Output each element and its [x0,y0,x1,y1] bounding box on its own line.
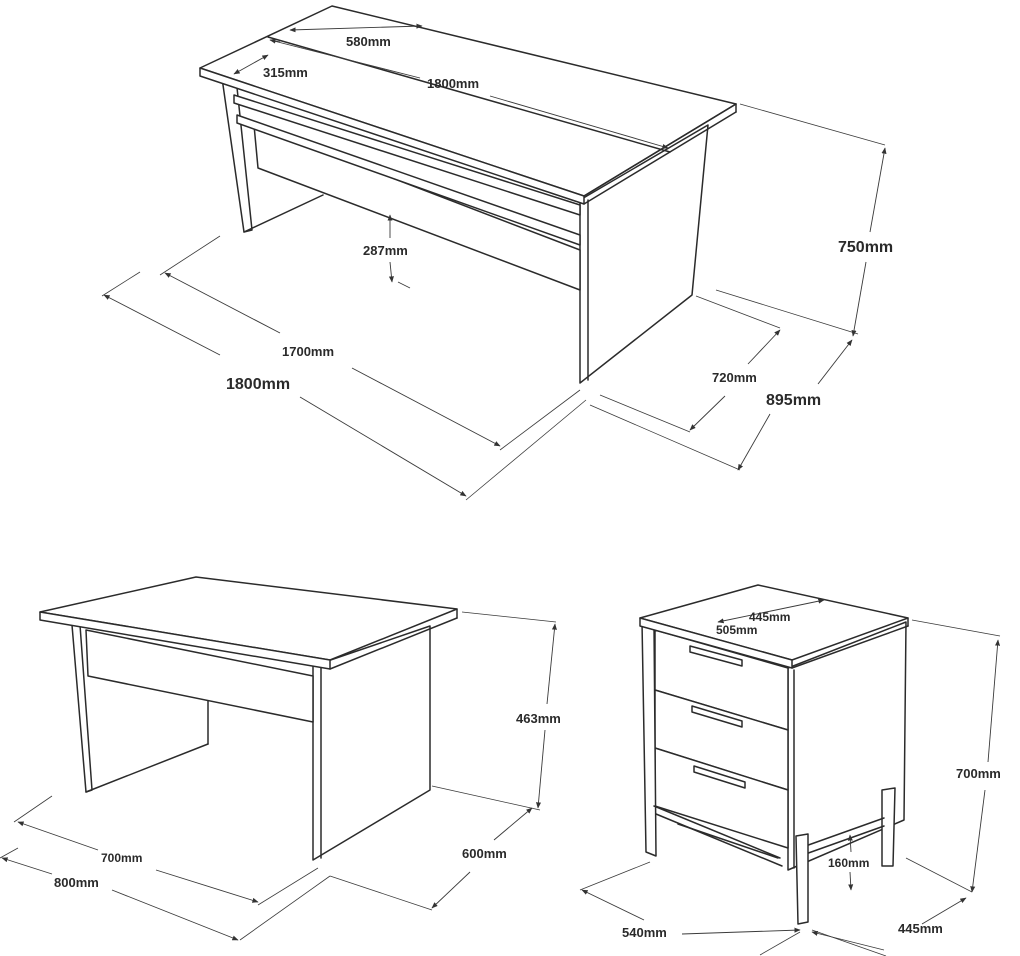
side-table-right-panel [312,625,431,861]
side-table-overall-width-label: 800mm [54,875,99,890]
drawer-unit-rear-post [881,787,896,867]
desk-top-width-label: 1800mm [427,76,479,91]
drawer-unit-top-width-label: 445mm [749,610,790,624]
desk-inner-width-label: 1700mm [282,344,334,359]
side-table-depth-label: 600mm [462,846,507,861]
drawer-top-handle [689,645,743,667]
drawer-unit-front-post [641,621,657,857]
side-table-inner-width-label: 700mm [101,851,142,865]
desk-overall-width-label: 1800mm [226,376,290,393]
desk-modesty-panel [253,124,581,291]
desk-height-label: 750mm [838,239,893,256]
desk-overall-depth-label: 895mm [766,392,821,409]
side-table-modesty-panel [85,629,314,723]
desk-top-depth-label: 580mm [346,34,391,49]
desk-drawing: 580mm 315mm 1800mm 287mm 1700mm 1800mm 7… [101,5,893,501]
drawer-middle-handle [691,705,743,728]
desk-shelf-upper [233,94,581,216]
drawer-unit-width-label: 445mm [898,921,943,936]
desk-inner-depth-label: 720mm [712,370,757,385]
drawer-unit-leg-height-label: 160mm [828,856,869,870]
drawer-unit-drawing: 445mm 505mm 700mm 160mm 540mm 445mm [579,584,1001,956]
side-table-drawing: 463mm 700mm 800mm 600mm [0,576,561,941]
desk-shelf-lower [236,114,581,246]
drawer-unit-depth-label: 540mm [622,925,667,940]
drawer-bottom-handle [693,765,746,789]
side-table-height-label: 463mm [516,711,561,726]
desk-shelf-gap-label: 287mm [363,243,408,258]
desk-shelf-depth-label: 315mm [263,65,308,80]
drawer-unit-corner-leg [795,833,809,925]
drawer-unit-height-label: 700mm [956,766,1001,781]
drawer-unit-top-depth-label: 505mm [716,623,757,637]
